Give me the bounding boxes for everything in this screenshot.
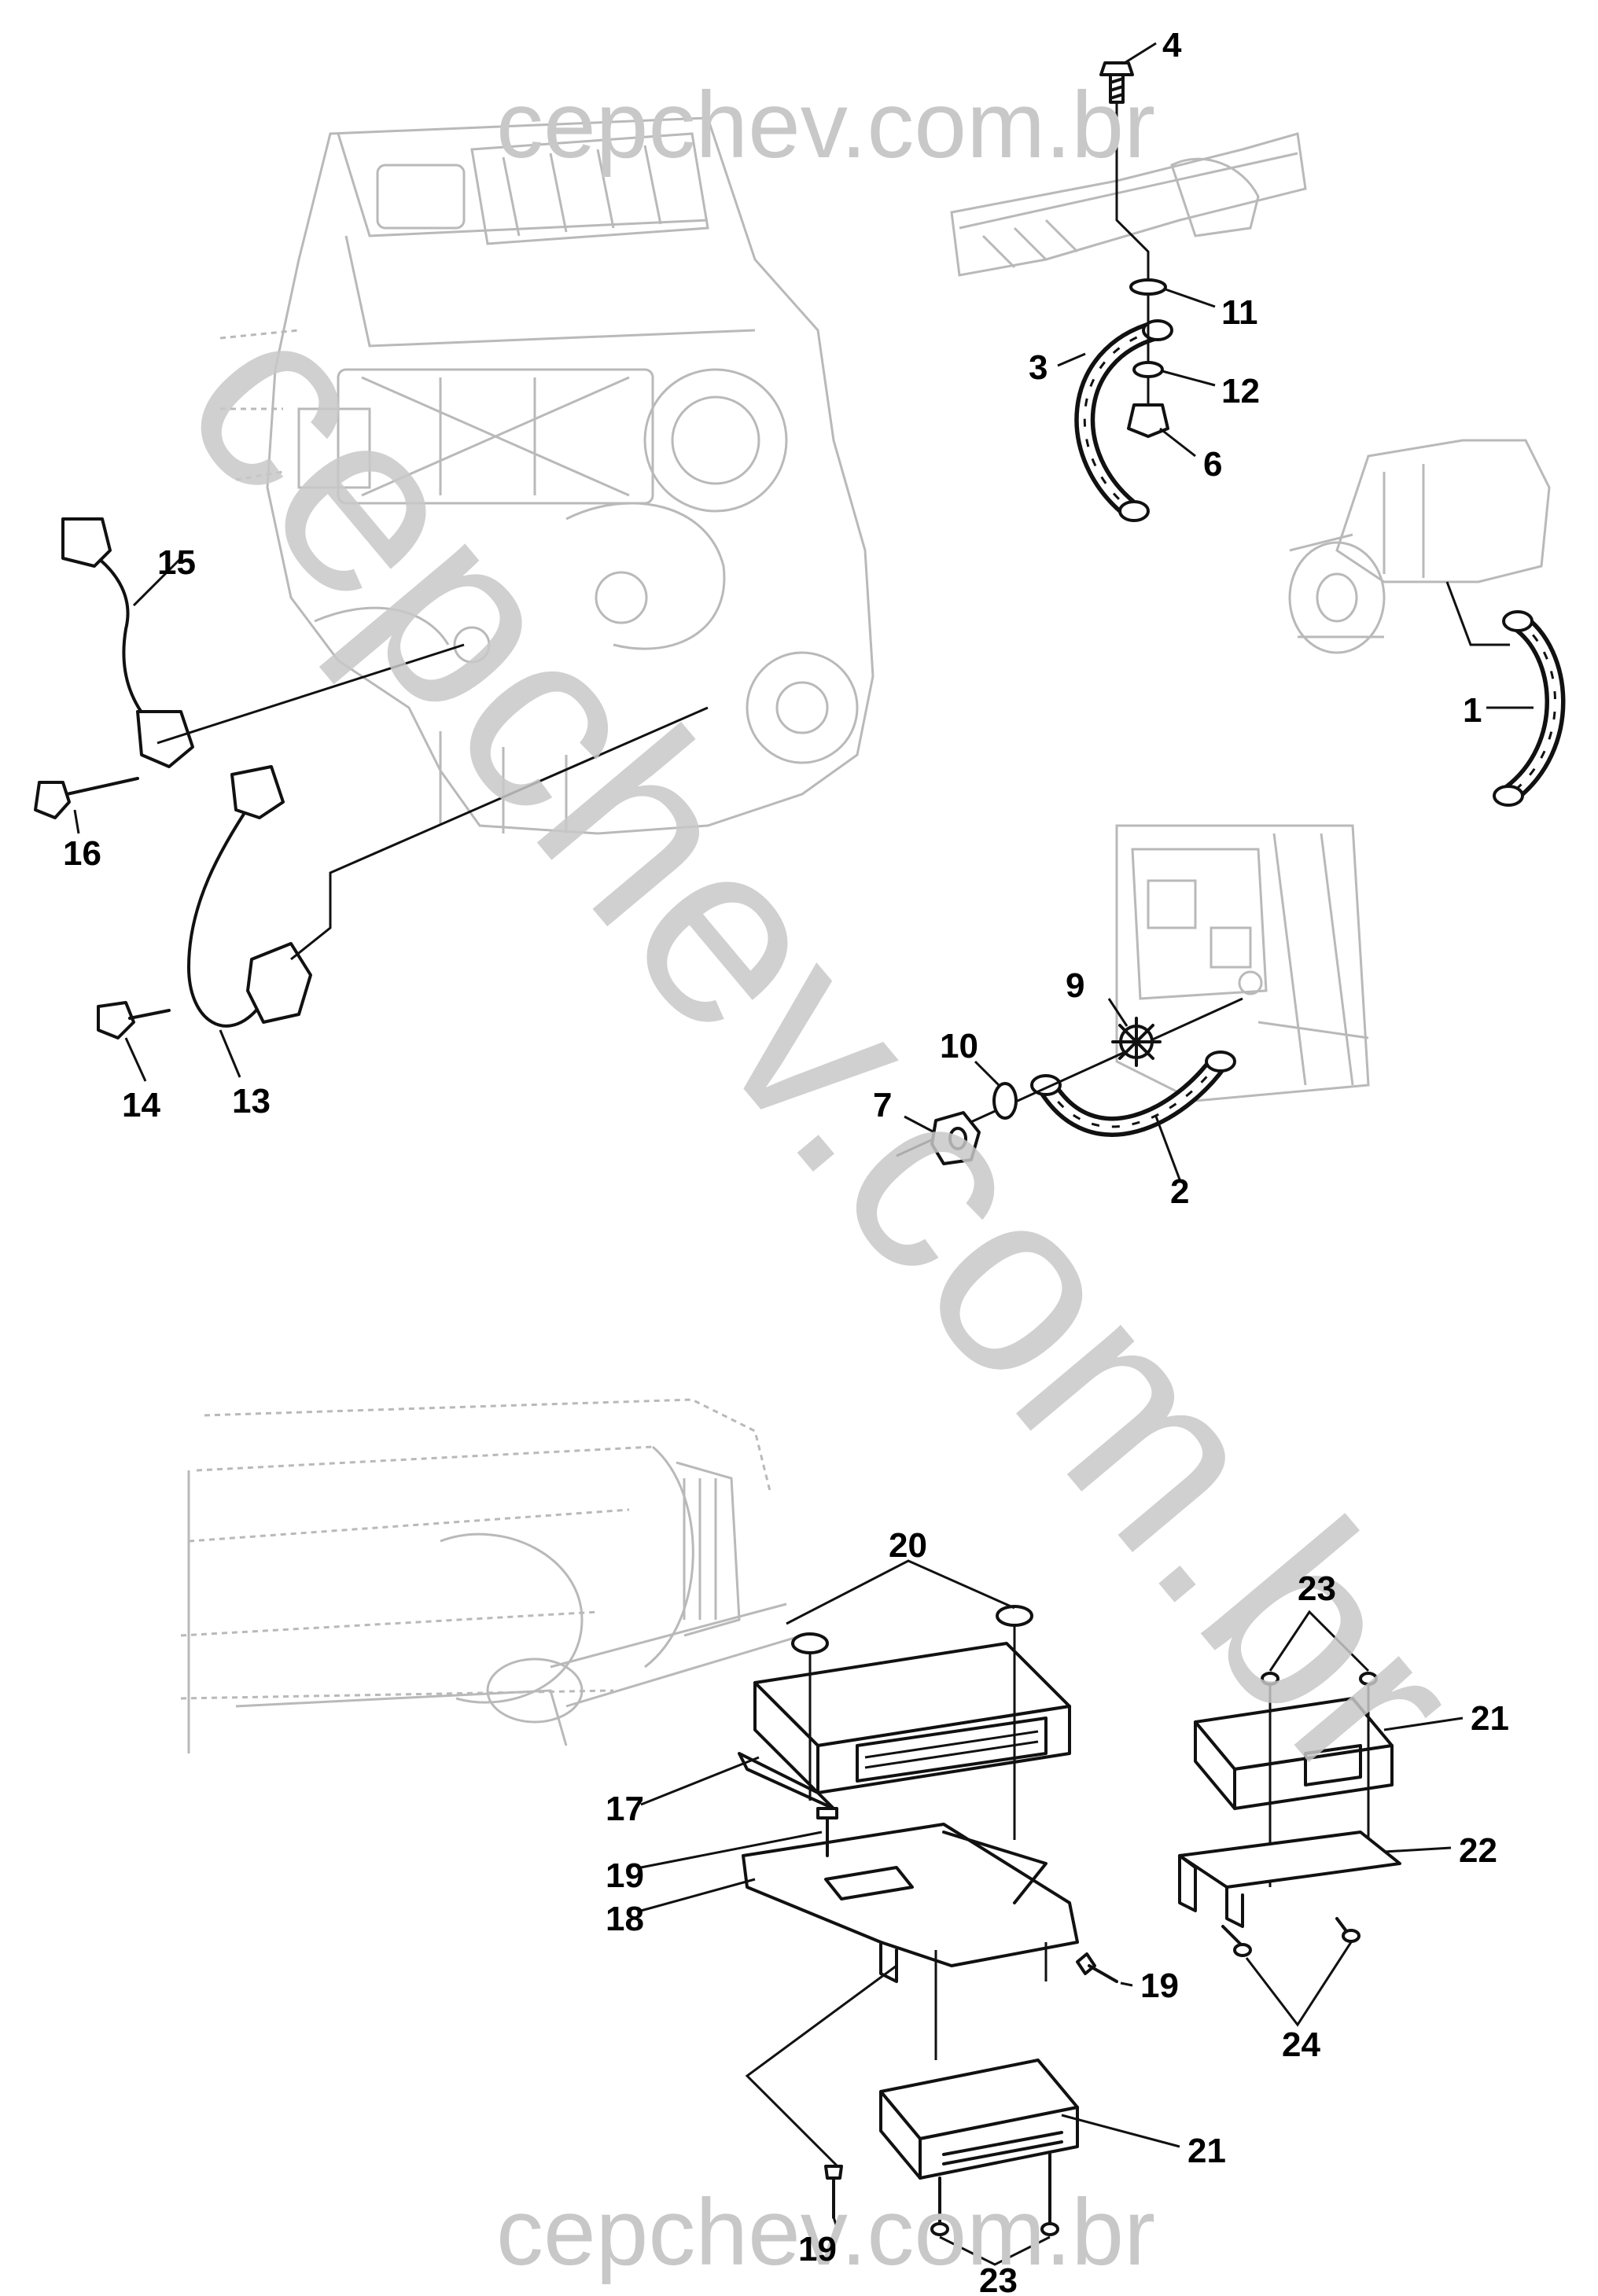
callout-11: 11 bbox=[1221, 293, 1258, 332]
frame-member-illustration bbox=[950, 132, 1307, 277]
callout-16: 16 bbox=[63, 834, 101, 873]
watermark-bottom: cepchev.com.br bbox=[496, 2180, 1155, 2285]
callout-15: 15 bbox=[157, 543, 196, 582]
callout-19-right: 19 bbox=[1140, 1967, 1179, 2005]
ground-strap-3 bbox=[1074, 319, 1173, 522]
control-module-17 bbox=[738, 1605, 1071, 1840]
starter-motor-illustration bbox=[1288, 439, 1551, 654]
callout-6: 6 bbox=[1203, 445, 1222, 484]
callout-10: 10 bbox=[940, 1027, 978, 1065]
callout-19-lower: 19 bbox=[798, 2230, 837, 2268]
callout-23-bottom: 23 bbox=[979, 2261, 1018, 2296]
callout-9: 9 bbox=[1066, 966, 1084, 1005]
callout-1: 1 bbox=[1463, 691, 1482, 730]
control-module-21-lower bbox=[745, 1964, 1079, 2236]
callout-21-lower: 21 bbox=[1187, 2132, 1226, 2170]
callout-4: 4 bbox=[1162, 26, 1182, 64]
callout-23-top: 23 bbox=[1298, 1569, 1336, 1608]
callout-2: 2 bbox=[1170, 1172, 1189, 1211]
callout-19-left: 19 bbox=[606, 1856, 644, 1895]
callout-3: 3 bbox=[1029, 348, 1048, 387]
watermark-top: cepchev.com.br bbox=[496, 72, 1155, 178]
callout-21-upper: 21 bbox=[1471, 1699, 1509, 1738]
callout-13: 13 bbox=[232, 1082, 271, 1120]
callout-22: 22 bbox=[1459, 1831, 1497, 1870]
sensor-13 bbox=[97, 706, 709, 1039]
engine-block-illustration bbox=[219, 116, 874, 835]
ground-strap-2 bbox=[1030, 1050, 1236, 1137]
callout-20: 20 bbox=[889, 1526, 927, 1565]
vehicle-interior-illustration bbox=[180, 1398, 803, 1753]
callout-18: 18 bbox=[606, 1900, 644, 1938]
leader-lines bbox=[73, 42, 1534, 2266]
callout-12: 12 bbox=[1221, 372, 1260, 410]
control-module-21-upper bbox=[1194, 1672, 1394, 1887]
sensor-15 bbox=[34, 517, 465, 819]
hardware-strap-2 bbox=[896, 997, 1243, 1165]
mounting-bracket-22 bbox=[1178, 1831, 1401, 1957]
mounting-bracket-18 bbox=[742, 1807, 1118, 2060]
callout-labels: 4 11 3 12 6 1 9 10 7 2 15 16 14 13 20 23… bbox=[63, 26, 1509, 2296]
callout-17: 17 bbox=[606, 1790, 644, 1828]
ground-strap-1 bbox=[1493, 610, 1566, 807]
body-panel-illustration bbox=[1115, 824, 1370, 1102]
callout-14: 14 bbox=[122, 1086, 160, 1124]
callout-7: 7 bbox=[873, 1086, 892, 1124]
callout-24: 24 bbox=[1282, 2026, 1320, 2064]
watermark: cepchev.com.br cepchev.com.br cepchev.co… bbox=[130, 72, 1519, 2285]
hardware-top bbox=[1099, 61, 1169, 438]
